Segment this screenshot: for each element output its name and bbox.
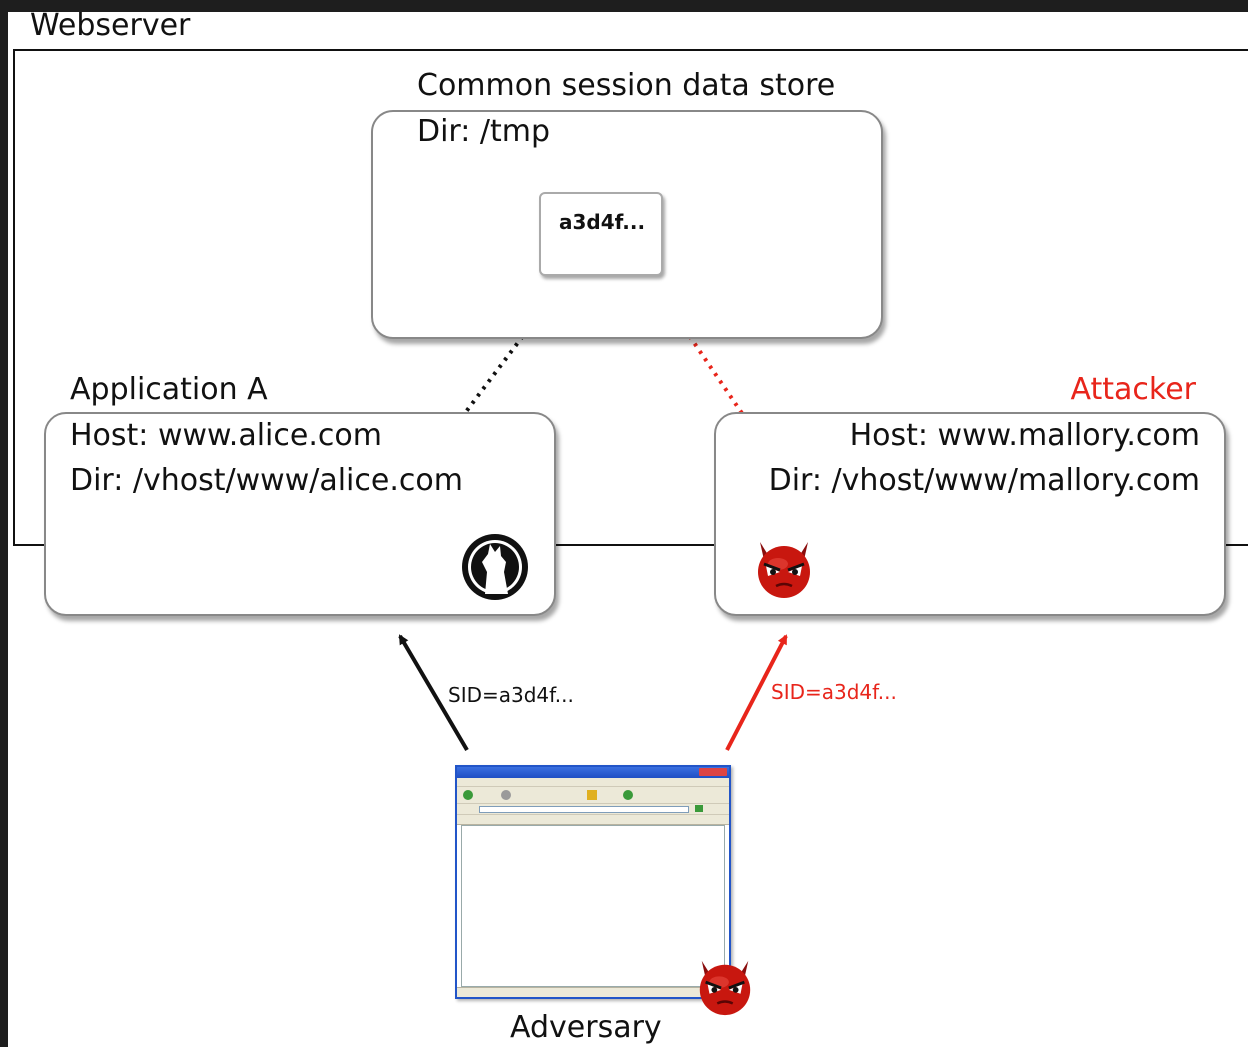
adversary-to-app-a-arrow (398, 634, 469, 752)
webserver-label: Webserver (30, 8, 191, 43)
browser-address-bar (457, 804, 729, 815)
adversary-devil-icon (699, 960, 751, 1016)
adversary-label: Adversary (510, 1010, 662, 1045)
session-file-id: a3d4f... (559, 210, 646, 234)
browser-menubar (457, 778, 729, 787)
store-title: Common session data store (417, 68, 836, 103)
attacker-dir: Dir: /vhost/www/mallory.com (768, 463, 1200, 498)
browser-window-icon (455, 765, 731, 999)
sid-label-attacker: SID=a3d4f... (771, 680, 897, 704)
browser-go-button (695, 805, 703, 812)
session-file: a3d4f... (539, 192, 663, 276)
browser-history-icon (623, 790, 633, 800)
app-a-box: Host: www.alice.com Dir: /vhost/www/alic… (44, 412, 556, 616)
wolf-logo-icon (462, 534, 528, 600)
browser-window-controls (699, 768, 727, 776)
adversary-to-attacker-arrow (725, 634, 788, 751)
browser-favorites-icon (587, 790, 597, 800)
browser-address-field (479, 806, 689, 813)
app-a-title: Application A (70, 372, 268, 407)
browser-statusbar (457, 987, 729, 997)
browser-toolbar (457, 787, 729, 804)
browser-links-bar (457, 815, 729, 825)
browser-back-icon (463, 790, 473, 800)
attacker-box: Host: www.mallory.com Dir: /vhost/www/ma… (714, 412, 1226, 616)
browser-forward-icon (501, 790, 511, 800)
devil-icon (758, 542, 810, 598)
store-dir: Dir: /tmp (417, 114, 551, 149)
attacker-host: Host: www.mallory.com (849, 418, 1200, 453)
session-store-box: Dir: /tmp a3d4f... (371, 110, 883, 339)
app-a-host: Host: www.alice.com (70, 418, 382, 453)
browser-content (461, 825, 725, 987)
webserver-boundary (13, 49, 1248, 546)
app-a-dir: Dir: /vhost/www/alice.com (70, 463, 463, 498)
sid-label-app-a: SID=a3d4f... (448, 683, 574, 707)
attacker-title: Attacker (1070, 372, 1197, 407)
browser-titlebar (457, 767, 729, 778)
